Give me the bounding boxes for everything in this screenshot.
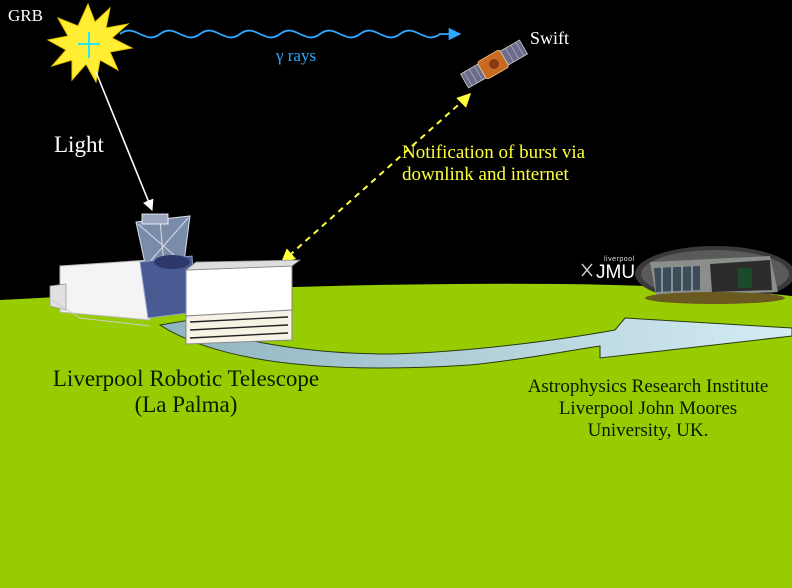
gamma-ray-wave [119,27,462,41]
institute-line-2: Liverpool John Moores [558,397,738,419]
notification-line-1: Notification of burst via [402,142,586,163]
jmu-logo-mark [581,263,593,277]
grb-label: GRB [8,6,43,25]
light-arrow [95,71,154,212]
jmu-logo-small-text: liverpool [604,256,635,263]
swift-satellite-icon [460,39,528,89]
grb-burst-icon [46,2,134,84]
institute-line-1: Astrophysics Research Institute [527,376,769,397]
swift-label: Swift [530,28,570,48]
data-flow-arrow [158,317,792,369]
telescope-label: Liverpool Robotic Telescope (La Palma) [0,366,372,419]
ground-hill [0,283,792,588]
institute-label: Astrophysics Research Institute Liverpoo… [504,376,792,442]
gamma-rays-label: γ rays [276,46,317,65]
institute-line-3: University, UK. [587,419,709,441]
telescope-location: (La Palma) [134,392,238,418]
jmu-building-icon [635,246,792,304]
notification-arrow [280,97,467,263]
notification-label: Notification of burst via downlink and i… [402,142,585,186]
telescope-name: Liverpool Robotic Telescope [52,366,320,391]
telescope-building-icon [49,213,302,345]
notification-arrow-head [456,93,471,108]
jmu-logo-text: JMU [596,262,636,283]
notification-line-2: downlink and internet [402,163,569,185]
light-label: Light [54,132,104,157]
